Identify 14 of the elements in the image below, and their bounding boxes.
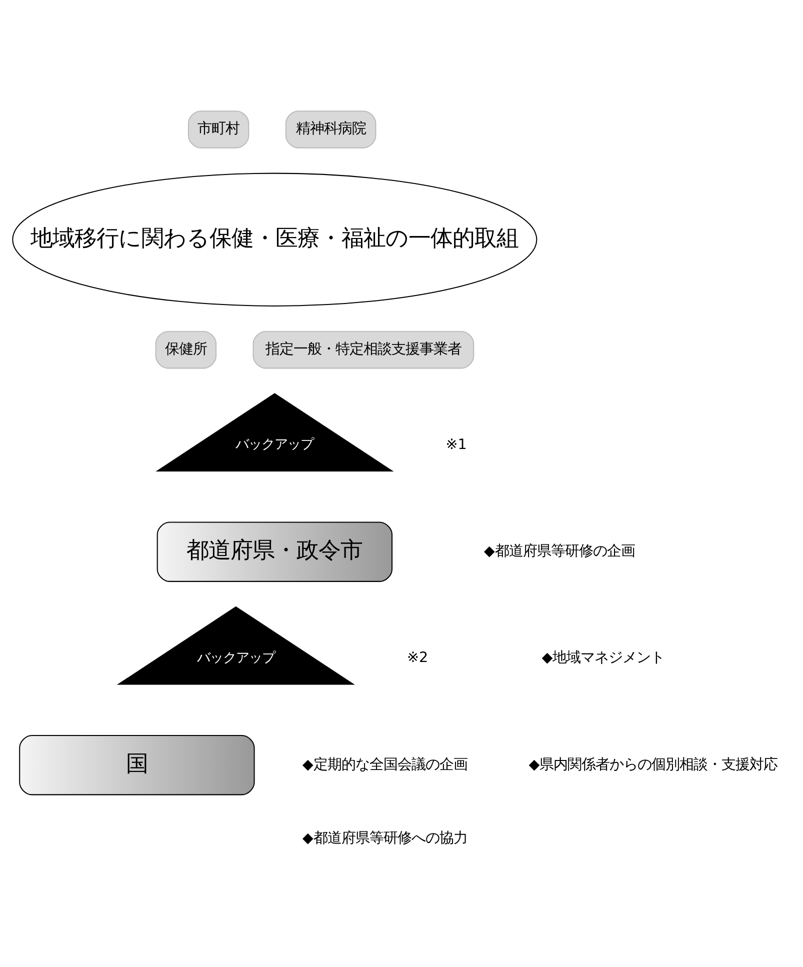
label: ◆県内関係者からの個別相談・支援対応 [528, 756, 778, 772]
label: ◆地域マネジメント [542, 650, 665, 666]
node-box: 国 [19, 734, 255, 795]
label: ※2 [407, 650, 428, 666]
node-box: 精神科病院 [285, 110, 376, 148]
label: ◆定期的な全国会議の企画 [302, 756, 468, 772]
node-box: 都道府県・政令市 [156, 521, 393, 582]
label: ◆都道府県等研修への協力 [302, 830, 468, 846]
label: ◆都道府県等研修の企画 [484, 543, 635, 560]
node-box: 市町村 [188, 110, 250, 148]
node-ellipse: 地域移行に関わる保健・医療・福祉の一体的取組 [12, 172, 538, 306]
node-box: 指定一般・特定相談支援事業者 [252, 330, 474, 368]
node-box: 保健所 [155, 330, 217, 368]
label: ※1 [446, 436, 467, 453]
